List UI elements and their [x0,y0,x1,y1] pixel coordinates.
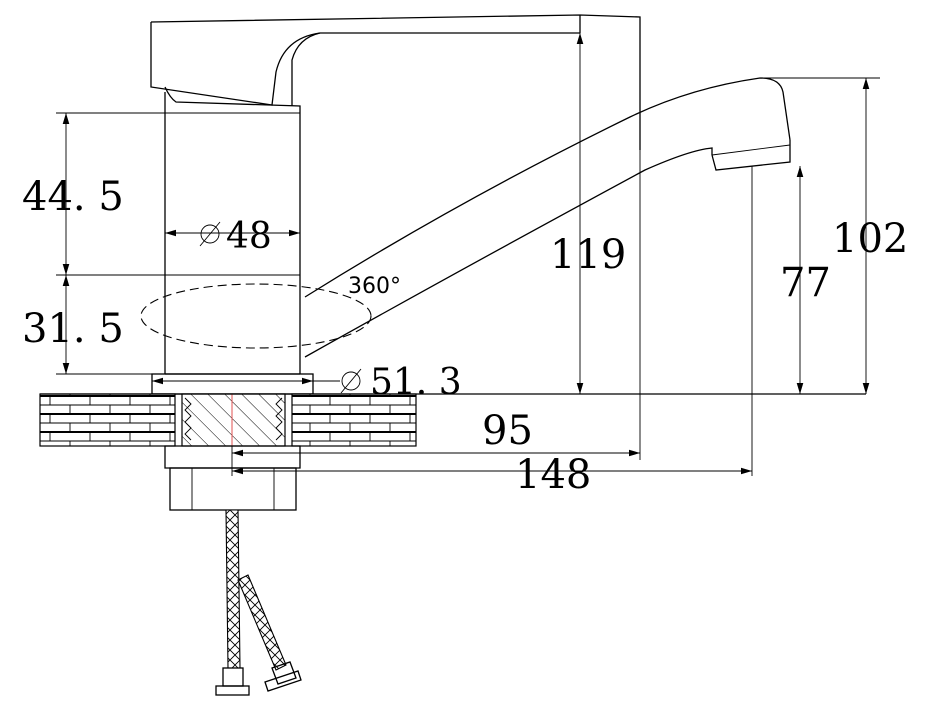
diameter-icon [340,368,362,394]
dim-body-diameter: 48 [226,216,272,257]
dim-total-height: 119 [550,232,626,278]
diameter-icon [199,221,221,247]
dim-reach-long: 148 [515,452,591,498]
dim-spout-top-height: 102 [832,216,908,262]
dim-rotation: 360° [348,274,401,299]
dim-spout-height: 77 [780,260,831,306]
dim-height-upper: 44. 5 [22,174,124,220]
mounting-nut [164,445,301,511]
dim-reach-short: 95 [482,408,533,454]
supply-hoses [215,509,302,696]
faucet-lever-handle [150,14,641,150]
dim-base-diameter: 51. 3 [370,362,462,403]
rotation-indicator [140,283,372,349]
faucet-spout [304,77,791,358]
faucet-base-ring [151,373,314,395]
dim-height-lower: 31. 5 [22,306,124,352]
countertop-section [39,393,866,447]
dimension-lines [56,33,880,476]
